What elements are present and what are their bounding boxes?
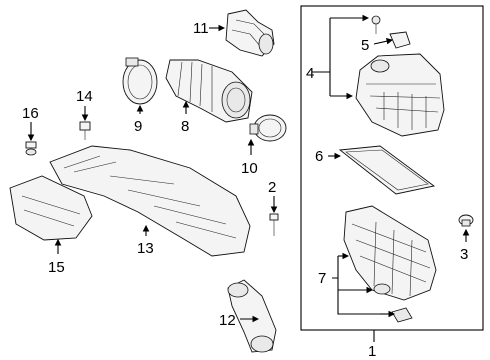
part-3-grommet: [458, 214, 474, 227]
part-9-clamp: [122, 57, 158, 105]
callout-11: 11: [193, 20, 209, 37]
assembly-box: [300, 5, 484, 331]
part-4-cover: [355, 53, 445, 137]
part-10-clamp: [249, 114, 287, 142]
callout-4: 4: [306, 65, 314, 82]
part-8-hose: [165, 59, 253, 123]
part-2-bolt: [269, 213, 279, 236]
callout-1: 1: [368, 343, 376, 360]
callout-12: 12: [219, 312, 236, 329]
callout-8: 8: [181, 118, 189, 135]
callout-10: 10: [241, 160, 258, 177]
part-14-bolt: [79, 121, 91, 140]
callout-6: 6: [315, 148, 323, 165]
callout-9: 9: [134, 118, 142, 135]
part-13-intake-duct: [49, 145, 251, 257]
callout-2: 2: [268, 179, 276, 196]
part-12-lower-duct: [227, 279, 277, 353]
callout-7: 7: [318, 270, 326, 287]
part-15-resonator: [9, 175, 93, 241]
part-16-clip: [25, 141, 37, 156]
callout-5: 5: [361, 37, 369, 54]
callout-13: 13: [137, 240, 154, 257]
callout-16: 16: [22, 105, 39, 122]
part-6-filter: [338, 145, 436, 195]
callout-14: 14: [76, 88, 93, 105]
callout-15: 15: [48, 259, 65, 276]
part-7-lower-case: [343, 205, 437, 323]
part-11-duct: [225, 9, 275, 57]
part-5-bracket: [371, 15, 411, 49]
callout-3: 3: [460, 246, 468, 263]
